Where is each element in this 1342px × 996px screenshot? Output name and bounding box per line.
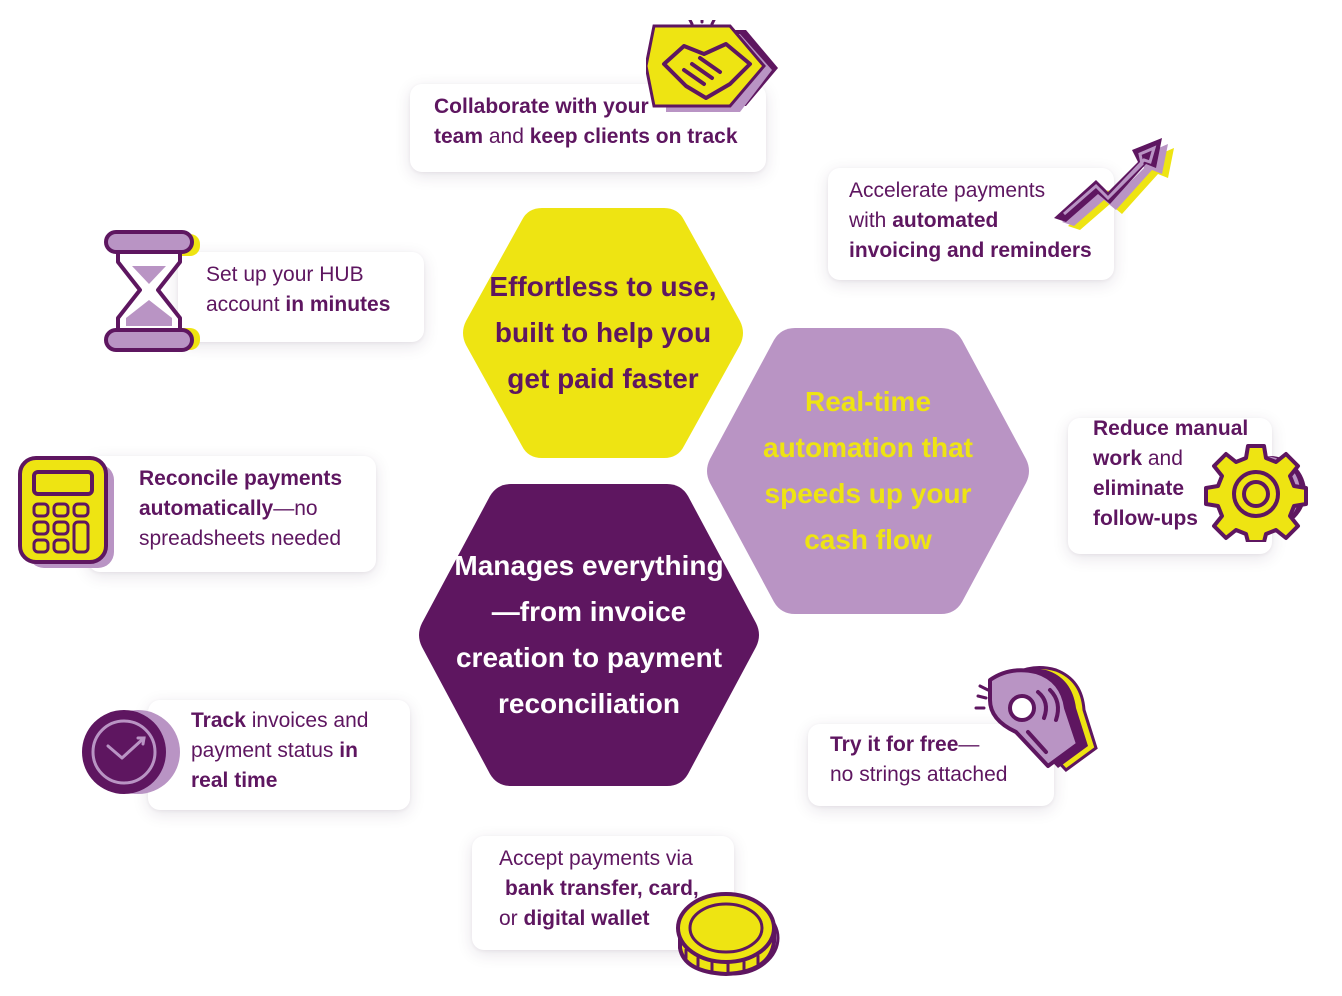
accept-bold-1: bank transfer, card, — [505, 877, 699, 900]
track-text-2: payment status — [191, 739, 340, 762]
setup-text-1: Set up your HUB — [206, 263, 364, 286]
card-setup — [178, 252, 424, 342]
hexagon-shape — [707, 328, 1029, 614]
reduce-bold-4: follow-ups — [1093, 507, 1198, 530]
accelerate-text-2: with — [849, 209, 893, 232]
hexagon-effortless-text: Effortless to use, built to help you get… — [489, 271, 717, 394]
hexagon-effortless: Effortless to use, built to help you get… — [460, 208, 746, 458]
reconcile-bold-2: automatically — [139, 497, 274, 520]
hexagon-manages-text: Manages everything—from invoice creation… — [454, 550, 724, 719]
reduce-bold-1: Reduce manual — [1093, 417, 1249, 440]
hexagon-realtime: Real-time automation that speeds up your… — [704, 328, 1032, 614]
hexagon-shape — [463, 208, 743, 458]
clock-icon — [82, 710, 180, 794]
try-text-1: — — [958, 733, 980, 756]
reconcile-bold-1: Reconcile payments — [139, 467, 343, 490]
track-bold-3: real time — [191, 769, 278, 792]
try-text-2: no strings attached — [830, 763, 1008, 786]
card-accelerate — [828, 168, 1114, 280]
reconcile-text-1: —no — [273, 497, 318, 520]
accelerate-bold-2: invoicing and reminders — [849, 239, 1092, 262]
card-accelerate-text: Accelerate payments with automated invoi… — [849, 176, 1092, 266]
accept-bold-2: digital wallet — [523, 907, 650, 930]
card-track — [148, 700, 410, 810]
card-reconcile — [88, 456, 376, 572]
card-try — [808, 724, 1054, 806]
accelerate-text-1: Accelerate payments — [849, 179, 1046, 202]
arrow-up-trend-icon — [1054, 138, 1174, 230]
card-accept-text: Accept payments via bank transfer, card,… — [499, 844, 699, 934]
handshake-icon — [646, 20, 778, 112]
collaborate-bold-1: Collaborate with your — [434, 95, 649, 118]
reconcile-text-2: spreadsheets needed — [139, 527, 341, 550]
hourglass-icon — [104, 230, 200, 352]
coin-icon — [676, 892, 780, 977]
gear-icon — [1204, 444, 1308, 542]
card-setup-text: Set up your HUB account in minutes — [206, 260, 390, 320]
setup-text-2: account — [206, 293, 286, 316]
card-reduce-text: Reduce manual work and eliminate follow-… — [1093, 414, 1248, 534]
card-collaborate-text: Collaborate with your team and keep clie… — [434, 92, 738, 152]
collaborate-bold-3: keep clients on track — [529, 125, 738, 148]
track-bold-1: Track — [191, 709, 246, 732]
reduce-text-1: and — [1142, 447, 1183, 470]
accelerate-bold-1: automated — [892, 209, 999, 232]
accept-text-1: Accept payments via — [499, 847, 693, 870]
reduce-bold-2: work — [1093, 447, 1143, 470]
collaborate-text-1: and — [483, 125, 530, 148]
try-bold-1: Try it for free — [830, 733, 959, 756]
card-reconcile-text: Reconcile payments automatically—no spre… — [139, 464, 342, 554]
track-text-1: invoices and — [245, 709, 369, 732]
accept-text-2: or — [499, 907, 524, 930]
ok-hand-icon — [974, 666, 1098, 772]
calculator-icon — [18, 456, 114, 568]
hexagon-realtime-text: Real-time automation that speeds up your… — [763, 386, 973, 555]
collaborate-bold-2: team — [434, 125, 484, 148]
card-track-text: Track invoices and payment status in rea… — [191, 706, 368, 796]
hexagon-shape — [419, 484, 759, 786]
reduce-bold-3: eliminate — [1093, 477, 1185, 500]
hexagon-manages: Manages everything—from invoice creation… — [416, 484, 762, 786]
track-bold-2: in — [339, 739, 358, 762]
setup-bold-1: in minutes — [285, 293, 391, 316]
card-try-text: Try it for free— no strings attached — [830, 730, 1007, 790]
